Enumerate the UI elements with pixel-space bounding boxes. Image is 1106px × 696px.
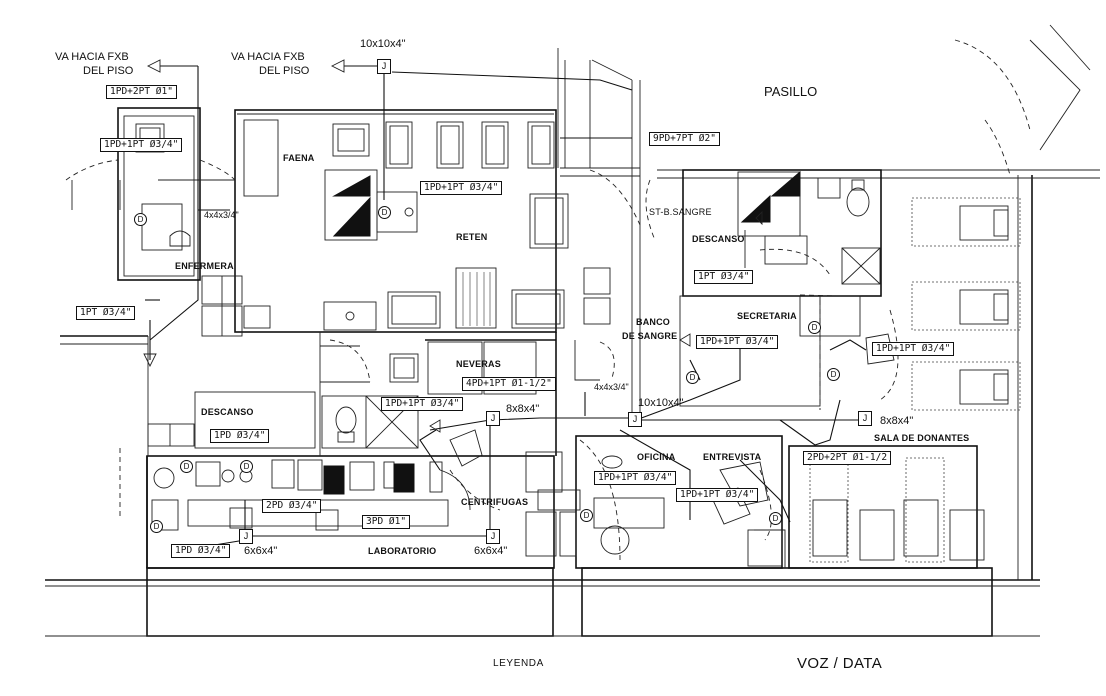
room-banco-line2: DE SANGRE	[622, 331, 678, 341]
cable-spec-tag: 1PD+1PT Ø3/4"	[100, 138, 183, 152]
cable-spec-tag: 1PD Ø3/4"	[210, 429, 270, 443]
interior-walls	[60, 107, 978, 569]
exterior-walls	[45, 48, 1100, 637]
data-outlet: D	[808, 321, 821, 334]
fixtures	[135, 119, 1021, 567]
data-outlet: D	[134, 213, 147, 226]
cable-spec-tag: 1PD+1PT Ø3/4"	[594, 471, 677, 485]
room-banco-line1: BANCO	[636, 317, 670, 327]
junction-box: J	[486, 529, 500, 544]
doors	[65, 24, 1091, 568]
data-outlet: D	[240, 460, 253, 473]
junction-box: J	[377, 59, 391, 74]
data-outlet: D	[378, 206, 391, 219]
box-8x8-right: 8x8x4"	[880, 415, 914, 427]
cable-spec-tag: 1PD+1PT Ø3/4"	[872, 342, 955, 356]
cable-spec-tag: 9PD+7PT Ø2"	[649, 132, 720, 146]
box-6x6-left: 6x6x4"	[244, 545, 278, 557]
junction-box: J	[858, 411, 872, 426]
room-pasillo: PASILLO	[764, 84, 818, 99]
box-4x4-left: 4x4x3/4"	[204, 210, 239, 220]
box-10x10-mid: 10x10x4"	[638, 397, 684, 409]
fxb-right-line1: VA HACIA FXB	[231, 51, 305, 63]
top-box-size: 10x10x4"	[360, 38, 406, 50]
data-outlet: D	[769, 512, 782, 525]
room-st-bsangre: ST-B.SANGRE	[649, 207, 712, 217]
cable-spec-tag: 1PD+1PT Ø3/4"	[420, 181, 503, 195]
junction-box: J	[628, 412, 642, 427]
cable-spec-tag: 1PD+1PT Ø3/4"	[676, 488, 759, 502]
cable-spec-tag: 4PD+1PT Ø1-1/2"	[462, 377, 556, 391]
data-outlet: D	[180, 460, 193, 473]
cable-spec-tag: 2PD+2PT Ø1-1/2	[803, 451, 892, 465]
room-descanso-left: DESCANSO	[201, 407, 254, 417]
room-neveras: NEVERAS	[456, 359, 501, 369]
box-4x4-mid: 4x4x3/4"	[594, 382, 629, 392]
fxb-right-line2: DEL PISO	[259, 65, 310, 77]
data-outlet: D	[827, 368, 840, 381]
data-outlet: D	[686, 371, 699, 384]
room-enfermera: ENFERMERA	[175, 261, 234, 271]
data-outlet: D	[150, 520, 163, 533]
room-faena: FAENA	[283, 153, 315, 163]
cable-spec-tag: 3PD Ø1"	[362, 515, 411, 529]
cable-spec-tag: 1PT Ø3/4"	[76, 306, 136, 320]
room-oficina: OFICINA	[637, 452, 676, 462]
cable-spec-tag: 1PD+2PT Ø1"	[106, 85, 177, 99]
junction-box: J	[239, 529, 253, 544]
junction-box: J	[486, 411, 500, 426]
cable-spec-tag: 1PD+1PT Ø3/4"	[381, 397, 464, 411]
room-centrifugas: CENTRIFUGAS	[461, 497, 529, 507]
cable-spec-tag: 1PD+1PT Ø3/4"	[696, 335, 779, 349]
box-8x8-center: 8x8x4"	[506, 403, 540, 415]
fxb-left-line1: VA HACIA FXB	[55, 51, 129, 63]
box-6x6-right: 6x6x4"	[474, 545, 508, 557]
room-entrevista: ENTREVISTA	[703, 452, 762, 462]
room-laboratorio: LABORATORIO	[368, 546, 437, 556]
cable-spec-tag: 2PD Ø3/4"	[262, 499, 322, 513]
room-secretaria: SECRETARIA	[737, 311, 797, 321]
room-descanso-right: DESCANSO	[692, 234, 745, 244]
cable-spec-tag: 1PD Ø3/4"	[171, 544, 231, 558]
data-outlet: D	[580, 509, 593, 522]
drawing-title: VOZ / DATA	[797, 655, 883, 672]
cable-spec-tag: 1PT Ø3/4"	[694, 270, 754, 284]
fxb-left-line2: DEL PISO	[83, 65, 134, 77]
room-reten: RETEN	[456, 232, 488, 242]
legend-label: LEYENDA	[493, 658, 544, 669]
room-sala-de-donantes: SALA DE DONANTES	[874, 433, 970, 443]
